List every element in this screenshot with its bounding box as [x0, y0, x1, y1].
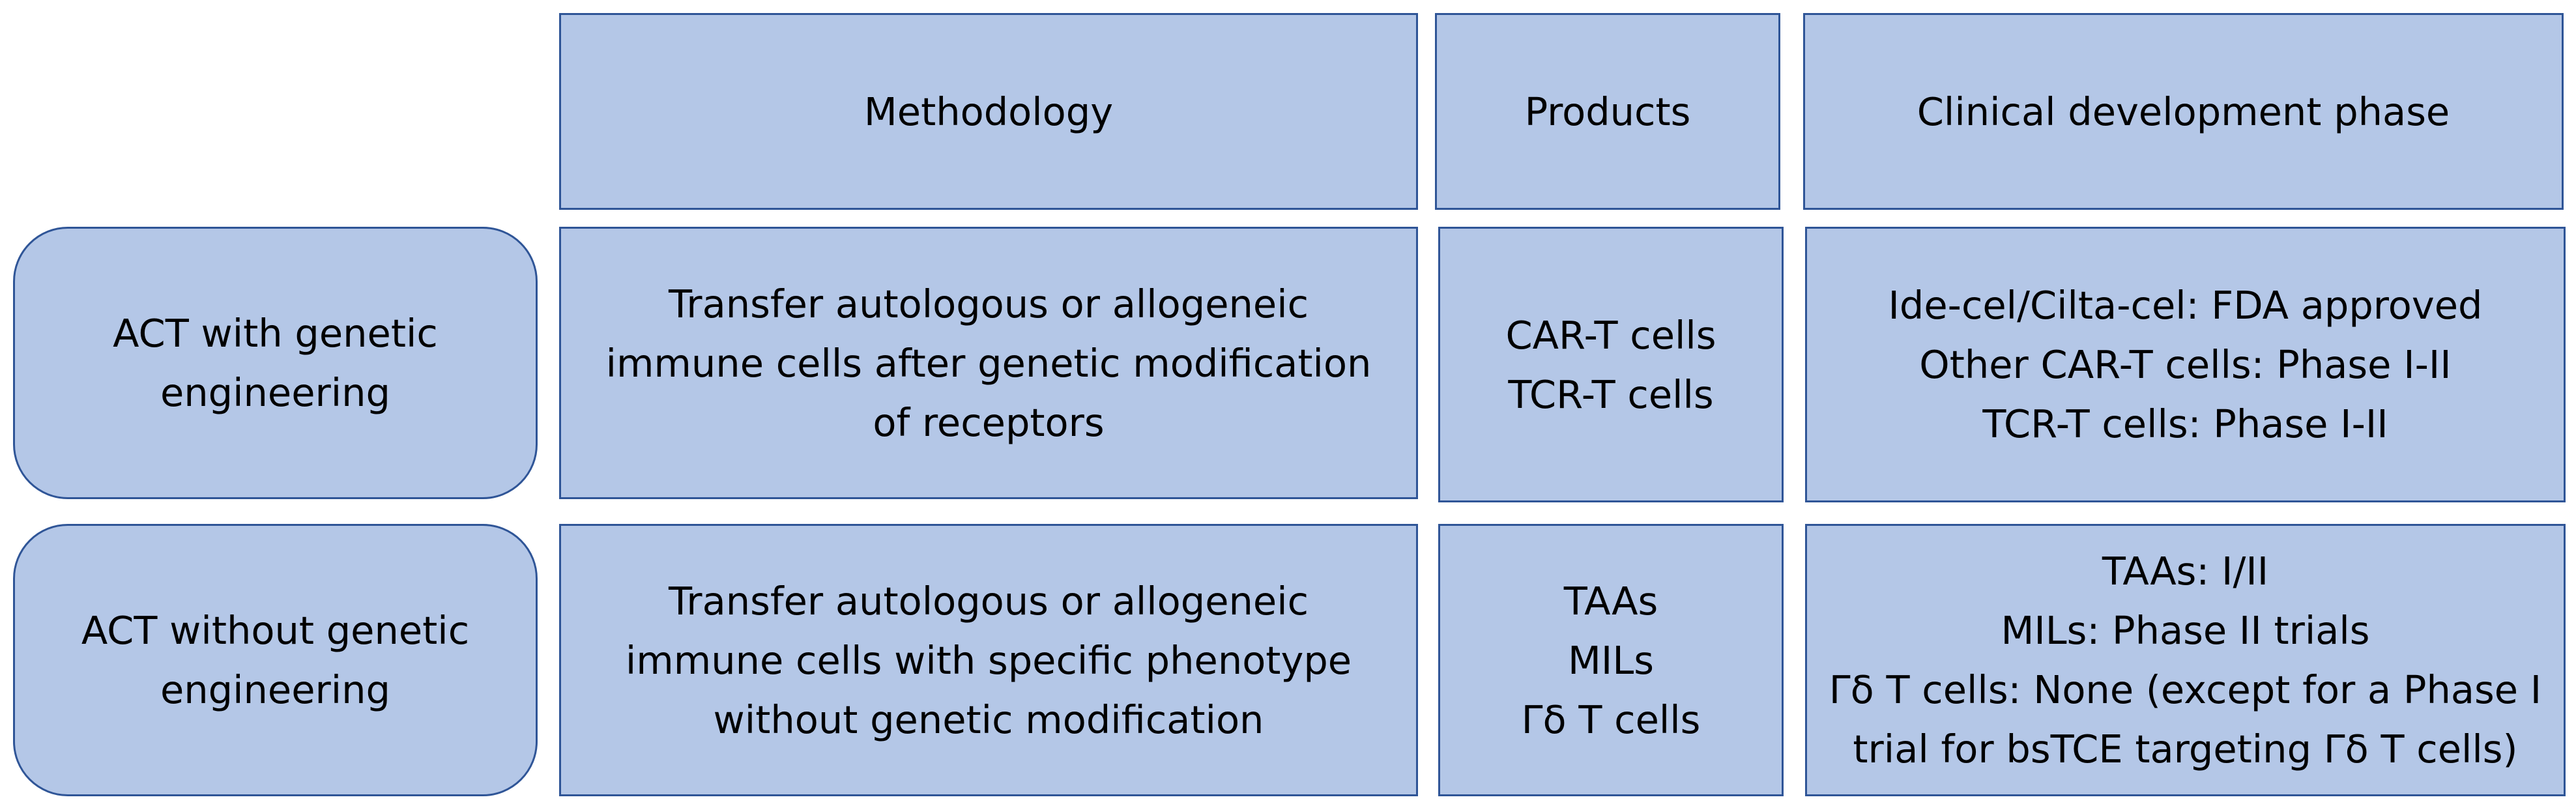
row-label-line: engineering	[160, 370, 391, 415]
header-clinical-phase: Clinical development phase	[1803, 13, 2564, 210]
cell-text-line: trial for bsTCE targeting Γδ T cells)	[1853, 727, 2518, 772]
cell-text-line: TCR-T cells: Phase I-II	[1982, 401, 2388, 446]
cell-text-line: Ide-cel/Cilta-cel: FDA approved	[1888, 283, 2483, 328]
cell-text-line: CAR-T cells	[1505, 312, 1716, 358]
row1-products-cell: CAR-T cells TCR-T cells	[1438, 227, 1784, 502]
row-label-without-genetic-engineering: ACT without genetic engineering	[13, 524, 538, 796]
cell-text-line: Γδ T cells: None (except for a Phase I	[1829, 667, 2542, 712]
row2-products-cell: TAAs MILs Γδ T cells	[1438, 524, 1784, 796]
row-label-line: ACT with genetic	[113, 311, 438, 356]
cell-text-line: MILs	[1568, 637, 1654, 683]
row2-phase-cell: TAAs: I/II MILs: Phase II trials Γδ T ce…	[1805, 524, 2566, 796]
header-methodology: Methodology	[559, 13, 1418, 210]
cell-text-line: immune cells with specific phenotype	[625, 637, 1352, 683]
cell-text-line: TAAs	[1563, 578, 1658, 624]
header-products-label: Products	[1524, 89, 1691, 134]
row-label-with-genetic-engineering: ACT with genetic engineering	[13, 227, 538, 499]
cell-text-line: immune cells after genetic modification	[605, 340, 1372, 386]
row-label-line: engineering	[160, 667, 391, 712]
row1-phase-cell: Ide-cel/Cilta-cel: FDA approved Other CA…	[1805, 227, 2566, 502]
cell-text-line: TCR-T cells	[1508, 371, 1714, 417]
header-products: Products	[1435, 13, 1780, 210]
row1-methodology-cell: Transfer autologous or allogeneic immune…	[559, 227, 1418, 499]
cell-text-line: without genetic modification	[713, 697, 1264, 742]
row2-methodology-cell: Transfer autologous or allogeneic immune…	[559, 524, 1418, 796]
cell-text-line: Transfer autologous or allogeneic	[668, 578, 1309, 624]
cell-text-line: TAAs: I/II	[2102, 549, 2269, 594]
cell-text-line: of receptors	[873, 399, 1105, 445]
row-label-line: ACT without genetic	[81, 608, 470, 653]
cell-text-line: Other CAR-T cells: Phase I-II	[1919, 342, 2452, 387]
cell-text-line: Γδ T cells	[1521, 697, 1701, 742]
cell-text-line: Transfer autologous or allogeneic	[668, 281, 1309, 326]
header-clinical-phase-label: Clinical development phase	[1917, 89, 2450, 134]
header-methodology-label: Methodology	[863, 89, 1114, 134]
cell-text-line: MILs: Phase II trials	[2001, 608, 2370, 653]
